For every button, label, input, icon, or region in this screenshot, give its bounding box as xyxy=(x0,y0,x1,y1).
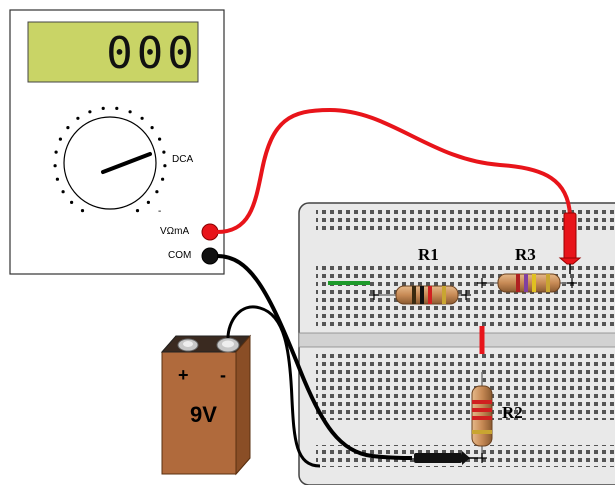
resistor-r3-band4 xyxy=(546,274,550,292)
battery-minus-label: - xyxy=(220,365,226,385)
dial-tick xyxy=(146,200,150,204)
dial-tick xyxy=(76,116,80,120)
dial-tick xyxy=(58,137,63,141)
dial-tick xyxy=(158,137,162,141)
red-input-jack[interactable] xyxy=(201,223,219,241)
resistor-r3-body xyxy=(497,273,561,293)
lcd-readout: 000 xyxy=(106,28,197,79)
top-power-rail xyxy=(316,210,615,232)
dial-tick xyxy=(70,200,74,204)
dial-knob[interactable] xyxy=(63,116,157,210)
resistor-r2[interactable] xyxy=(471,372,493,463)
dial-tick xyxy=(135,209,140,213)
com-input-jack[interactable] xyxy=(201,247,219,265)
dial-tick xyxy=(155,190,159,194)
battery-side xyxy=(235,334,251,476)
resistor-r1-band2 xyxy=(420,286,424,304)
resistor-r3-band1 xyxy=(516,274,520,292)
lcd-display xyxy=(27,21,199,83)
dial-tick xyxy=(55,177,60,181)
dial-tick xyxy=(162,150,166,154)
dial-tick-marks xyxy=(53,106,167,213)
dial-tick xyxy=(163,164,167,168)
dial-tick xyxy=(80,209,85,213)
dial-tick xyxy=(54,150,58,154)
red-probe-tip[interactable] xyxy=(558,212,582,274)
dial-tick xyxy=(150,126,154,130)
resistor-r2-band1 xyxy=(472,400,492,404)
black-probe-tip[interactable] xyxy=(414,451,478,465)
battery-9v[interactable]: + - 9V xyxy=(160,334,252,476)
r2-label: R2 xyxy=(502,403,523,422)
resistor-r3-band2 xyxy=(524,274,528,292)
resistor-r1-band3 xyxy=(428,286,432,304)
resistor-r1-band1 xyxy=(412,286,416,304)
black-probe-lead[interactable] xyxy=(216,254,413,460)
battery-plus-label: + xyxy=(178,365,189,385)
dial-pointer xyxy=(101,152,152,174)
dial-tick xyxy=(101,106,105,110)
resistor-r3-band3 xyxy=(532,274,536,292)
battery-negative-wire[interactable] xyxy=(226,305,321,468)
dial-tick xyxy=(66,126,70,130)
port-com-label: COM xyxy=(168,250,191,261)
rotary-dial[interactable] xyxy=(53,106,167,213)
resistor-r1-body xyxy=(395,285,459,305)
resistor-r1[interactable] xyxy=(369,285,471,305)
red-probe-lead[interactable] xyxy=(216,107,572,234)
port-v-label: VΩmA xyxy=(160,226,189,237)
dial-tick xyxy=(115,106,119,110)
dial-dca-label: DCA xyxy=(172,154,193,165)
dial-tick xyxy=(128,110,132,114)
bottom-terminal-strip xyxy=(316,352,615,420)
dial-tick xyxy=(161,177,165,181)
r3-label: R3 xyxy=(515,245,536,264)
dial-minus-mark: - xyxy=(158,206,161,217)
resistor-r3[interactable] xyxy=(477,273,577,293)
resistor-r2-band3 xyxy=(472,416,492,420)
dial-tick xyxy=(53,164,57,168)
breadboard-center-channel xyxy=(298,332,615,348)
multimeter: 000 DCA - VΩmA COM xyxy=(9,9,225,275)
battery-voltage-label: 9V xyxy=(190,402,217,427)
resistor-r2-band4 xyxy=(472,430,492,434)
dial-tick xyxy=(88,110,92,114)
resistor-r2-band2 xyxy=(472,408,492,412)
dial-tick xyxy=(140,116,144,120)
r1-label: R1 xyxy=(418,245,439,264)
dial-tick xyxy=(61,190,65,194)
resistor-r1-band4 xyxy=(442,286,446,304)
